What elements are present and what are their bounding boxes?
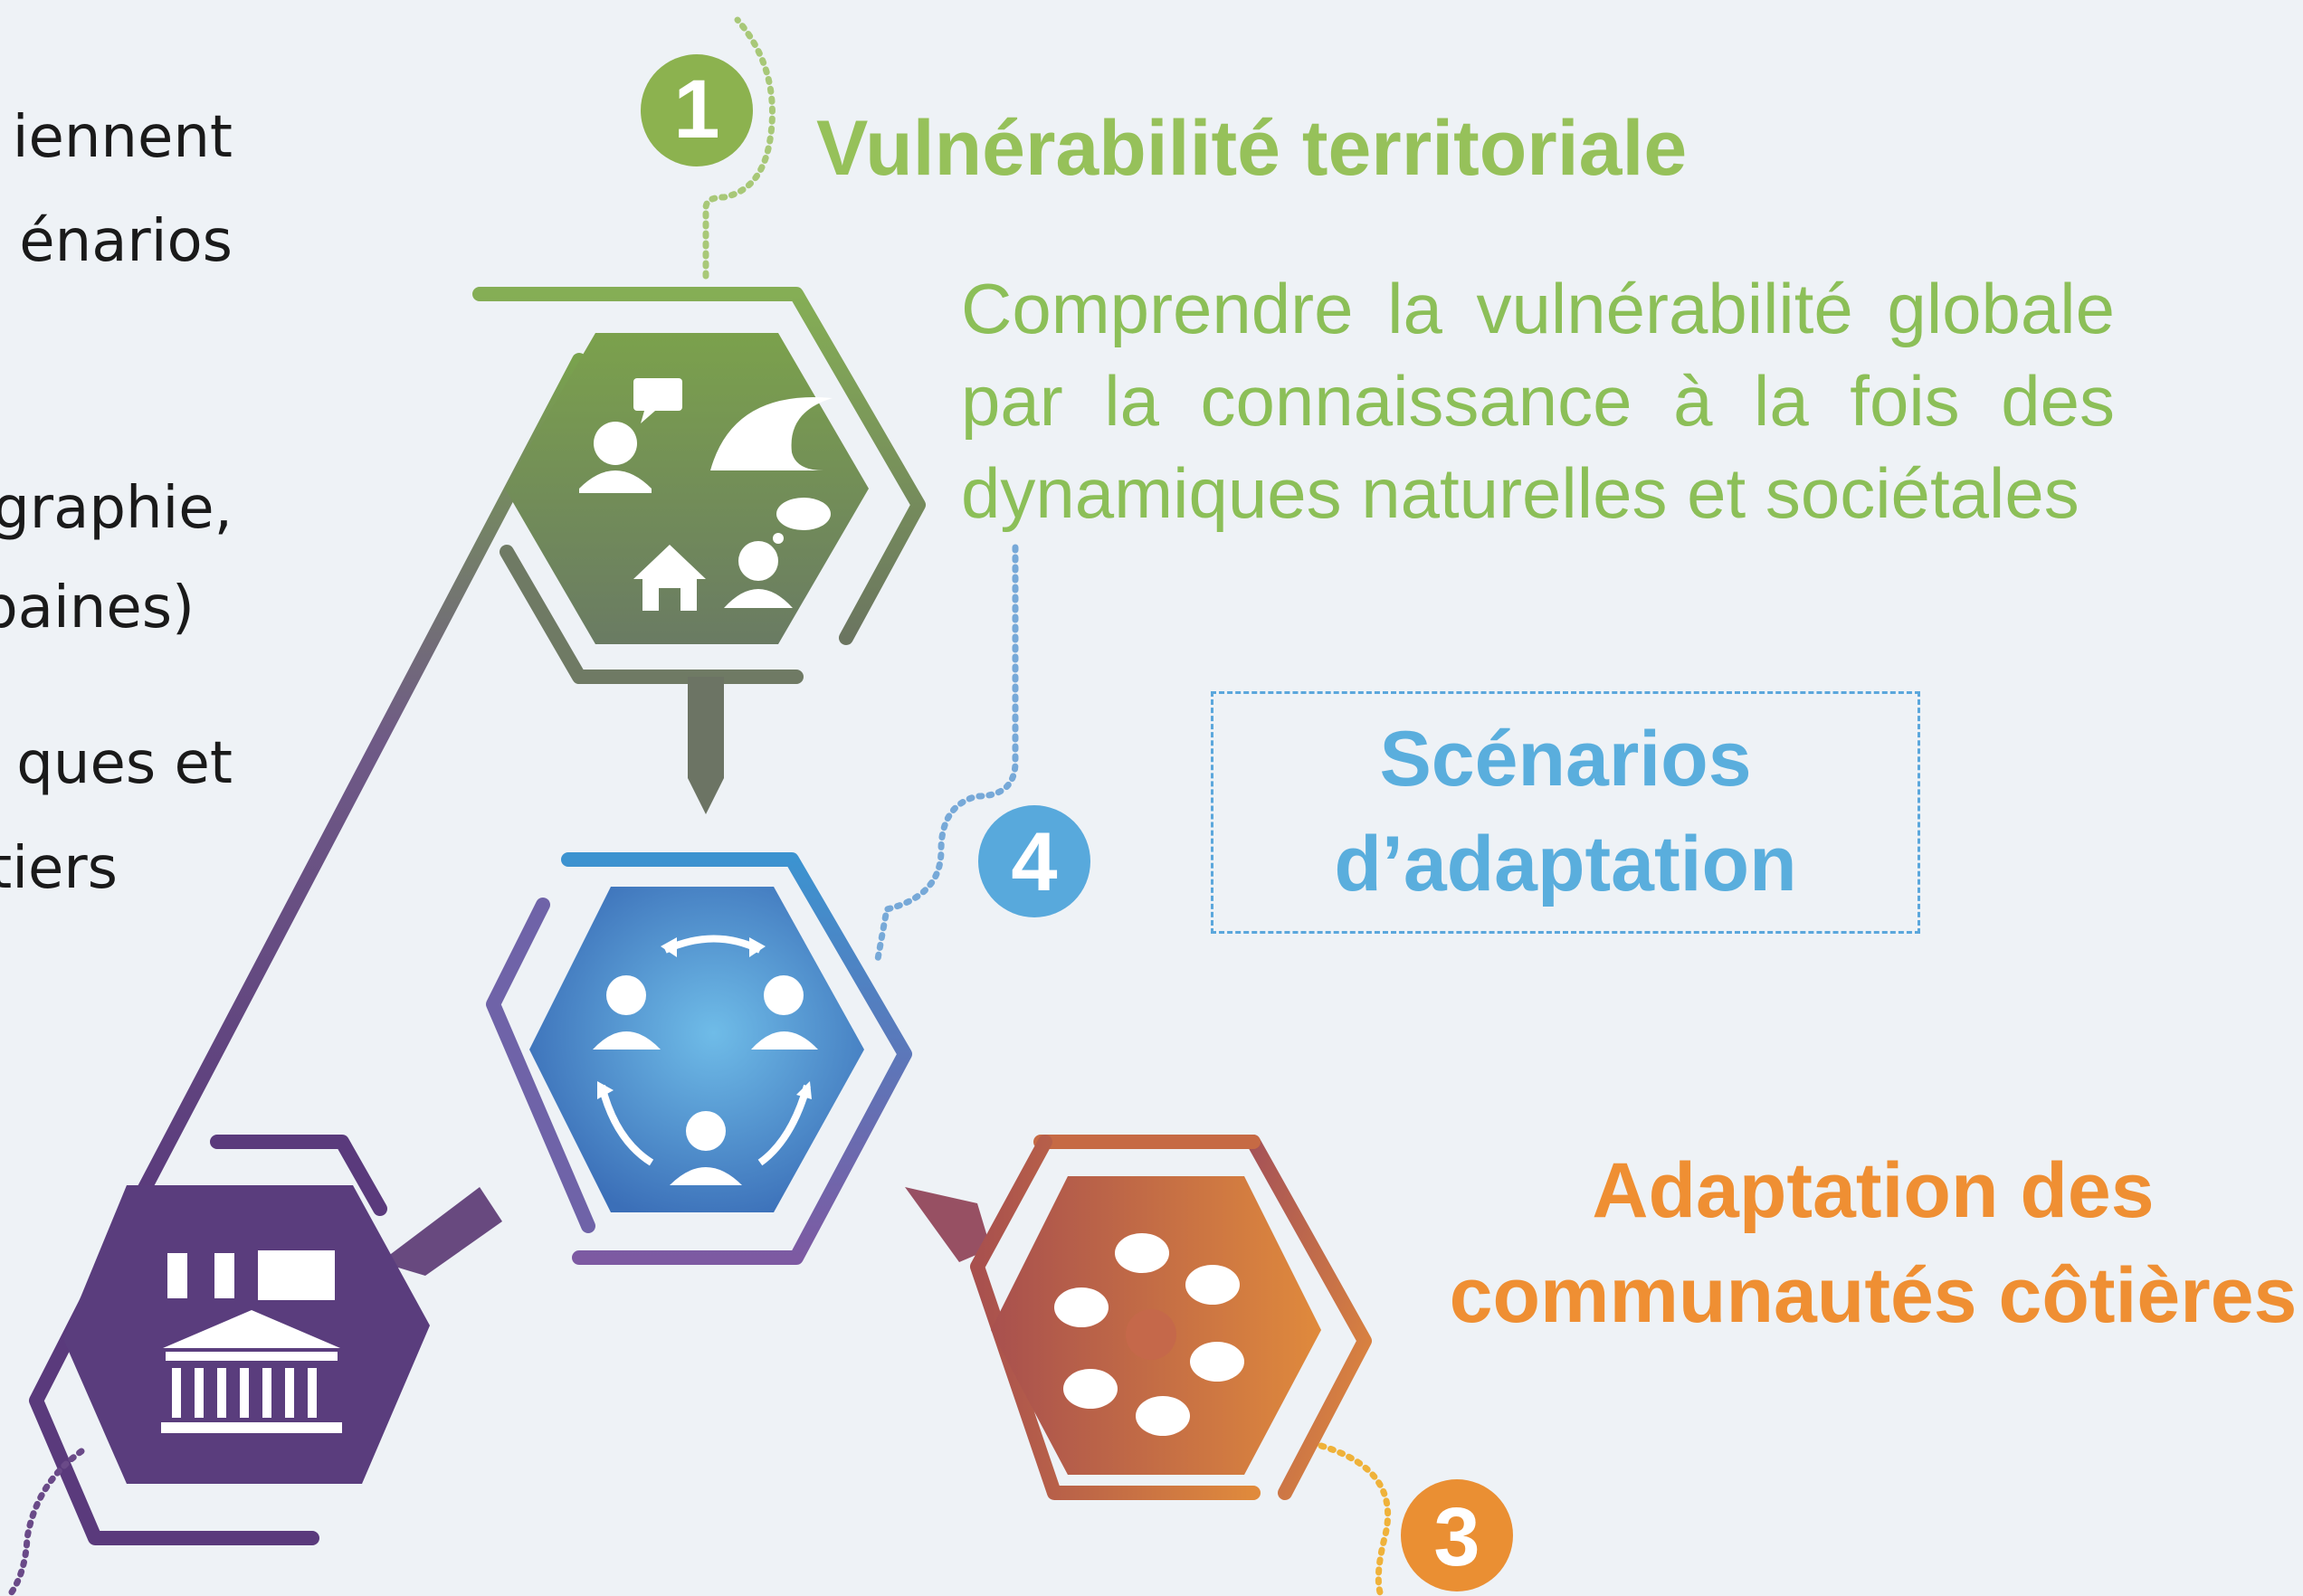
left-fragment-6: tiers — [0, 835, 118, 902]
triangle-left-edge — [127, 353, 586, 1216]
left-top-cap — [210, 1135, 387, 1216]
scenarios-box: Scénarios d’adaptation — [1211, 691, 1920, 934]
section-3-title-line-2: communautés côtières — [1449, 1252, 2298, 1339]
hex-vulnerability — [472, 287, 926, 814]
badge-3-number: 3 — [1433, 1491, 1480, 1583]
left-fragment-4: paines) — [0, 575, 195, 641]
left-fragment-1: iennent — [12, 104, 233, 171]
people-wave-house-icon — [579, 378, 833, 611]
section-3-title-line-1: Adaptation des — [1592, 1147, 2155, 1234]
people-cycle-icon — [593, 935, 818, 1185]
hands-circle-icon — [1054, 1233, 1244, 1436]
badge-1: 1 — [641, 54, 753, 166]
dotted-connector-1 — [702, 16, 776, 280]
left-fragment-5: ques et — [16, 730, 233, 797]
scenarios-line-2: d’adaptation — [1334, 821, 1797, 907]
badge-1-number: 1 — [673, 63, 719, 156]
badge-4: 4 — [978, 805, 1090, 917]
section-1-title: Vulnérabilité territoriale — [816, 105, 1688, 192]
left-fragment-3: graphie, — [0, 475, 233, 542]
dotted-connector-2 — [5, 1448, 85, 1596]
badge-3: 3 — [1401, 1479, 1513, 1591]
hex-scenarios — [380, 852, 991, 1276]
scenarios-line-1: Scénarios — [1379, 716, 1752, 803]
triangle-right-edge — [1246, 1135, 1372, 1500]
section-1-description: Comprendre la vulnérabilité globale par … — [961, 269, 2115, 533]
dotted-connector-4 — [874, 544, 1019, 963]
left-fragment-2: énarios — [19, 208, 233, 275]
badge-4-number: 4 — [1011, 816, 1057, 908]
dotted-connector-3 — [1318, 1442, 1392, 1596]
government-building-icon — [161, 1250, 342, 1433]
